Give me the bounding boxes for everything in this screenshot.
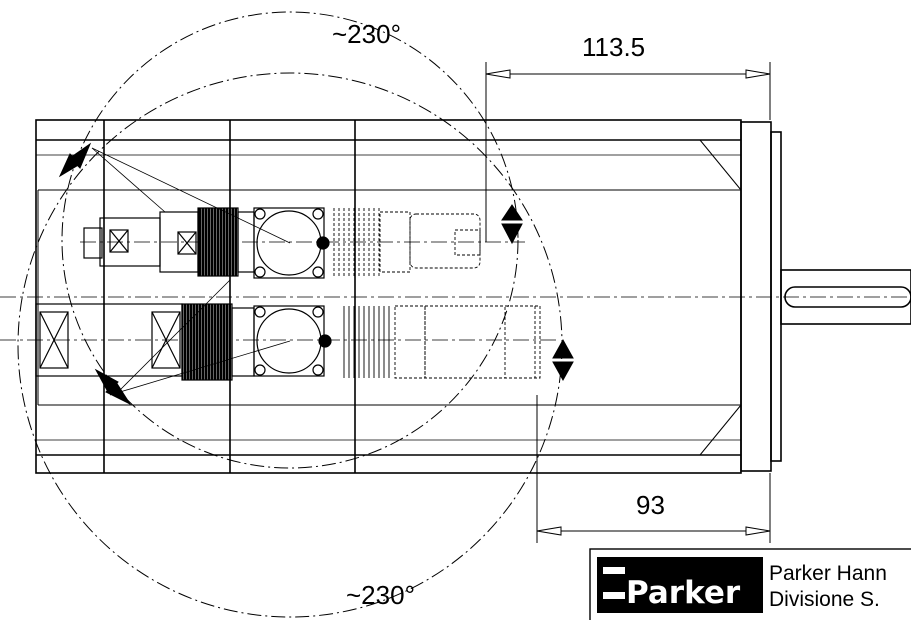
dimension-upper bbox=[485, 62, 771, 242]
dim-angle-bottom: ~230° bbox=[346, 580, 415, 610]
upper-connector bbox=[83, 207, 330, 279]
parker-logo bbox=[597, 557, 763, 613]
arrow-upper-right bbox=[501, 204, 523, 245]
arrow-bottom-left bbox=[94, 368, 132, 406]
dim-length-lower: 93 bbox=[636, 490, 665, 520]
swing-arc-upper bbox=[61, 11, 519, 469]
company-line-2: Divisione S. bbox=[769, 588, 880, 611]
upper-connector-ghost bbox=[379, 211, 481, 273]
logo-text: Parker bbox=[626, 575, 741, 611]
upper-connector-ribs bbox=[333, 208, 380, 276]
dimension-lower bbox=[536, 395, 771, 543]
arrow-top-left bbox=[58, 142, 92, 178]
title-block: Parker Parker Hann Divisione S. bbox=[589, 548, 911, 620]
arrow-lower-right bbox=[552, 338, 574, 382]
dim-length-upper: 113.5 bbox=[582, 32, 645, 62]
lower-connector bbox=[35, 303, 332, 381]
rotation-guides bbox=[91, 147, 291, 396]
dim-angle-top: ~230° bbox=[332, 19, 401, 49]
company-line-1: Parker Hann bbox=[769, 562, 887, 585]
motor-body bbox=[35, 119, 782, 474]
lower-connector-ribs bbox=[343, 306, 390, 378]
lower-connector-ghost bbox=[394, 305, 541, 379]
centerlines bbox=[0, 241, 911, 341]
